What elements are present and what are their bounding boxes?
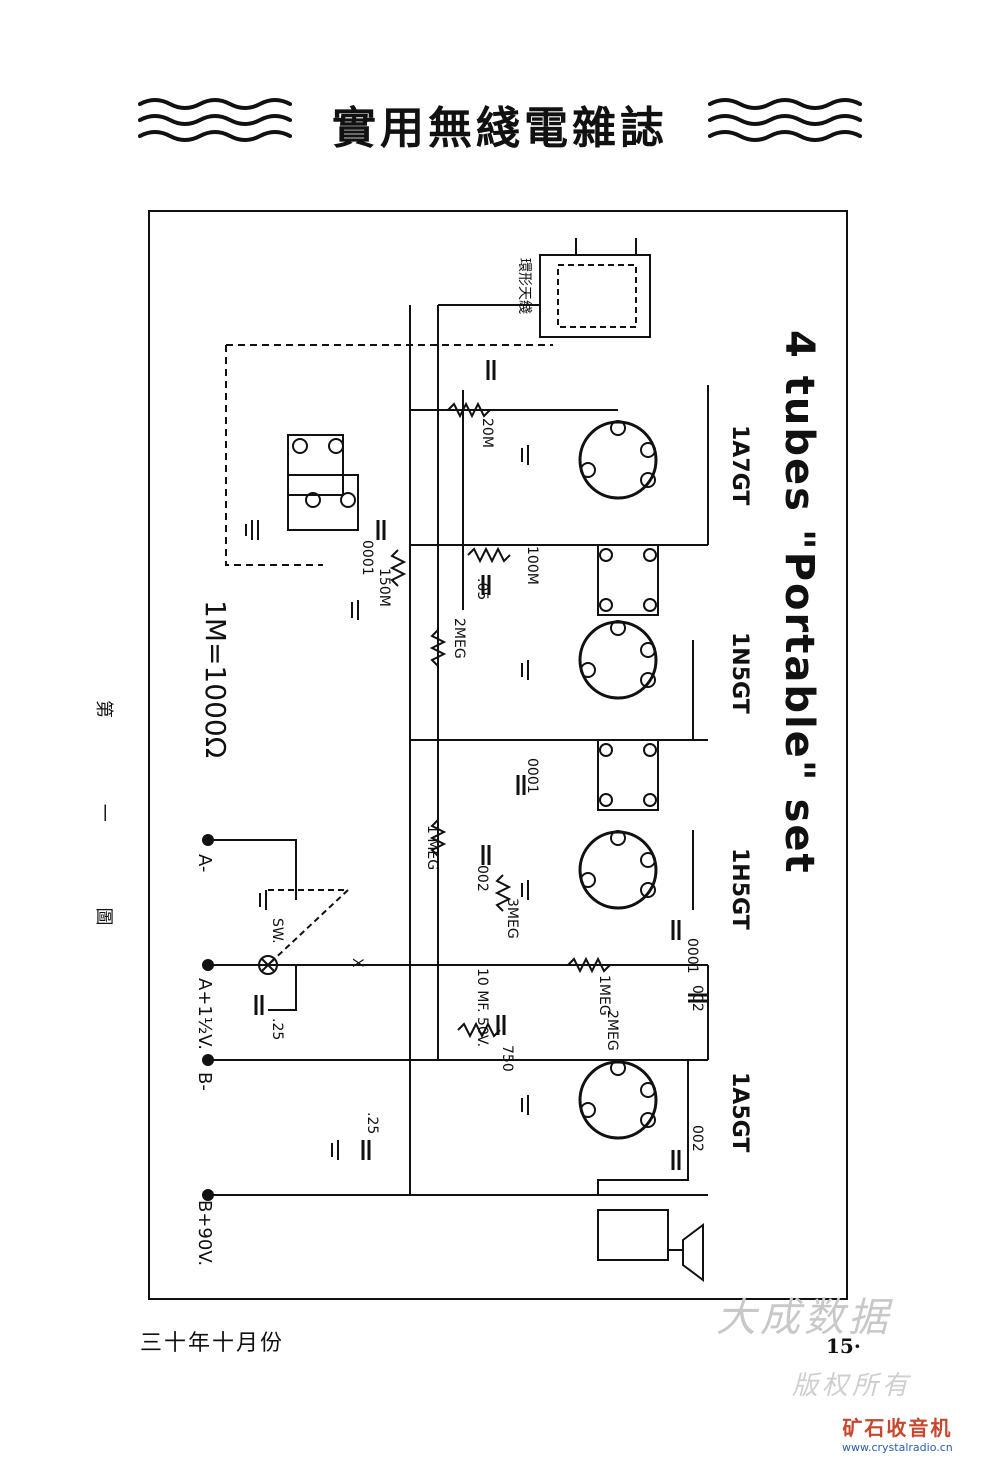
tube-label-1a5gt: 1A5GT [727,1072,752,1153]
label-002-coupling: 002 [689,985,705,1012]
label-20m: 20M [479,418,495,448]
magazine-title: 實用無綫電雜誌 [332,103,668,154]
ground-symbols [245,445,529,1160]
if-transformers [597,544,659,811]
label-switch: SW. [269,918,285,944]
label-0001-osc: 0001 [359,540,375,576]
label-002-det: 002 [474,865,490,892]
label-05: .05 [474,578,490,601]
label-25-filament: .25 [269,1018,285,1041]
page-number: 15· [826,1334,861,1358]
resistors [389,401,611,1039]
label-1meg-pot: 1 MEG [424,825,440,871]
terminal-label-a-minus: A- [194,854,215,873]
label-3meg: 3MEG [504,898,520,939]
tube-pins [580,420,656,1128]
label-2meg-rf: 2MEG [451,618,467,659]
schematic-border [148,210,848,1300]
tube-label-1h5gt: 1H5GT [727,848,752,930]
label-002-plate: 002 [689,1125,705,1152]
terminal-posts [202,834,214,1201]
wiring [208,238,709,1282]
oscillator-coils [287,434,359,531]
terminal-label-b-minus: B- [194,1072,215,1091]
pilot-lamp [258,955,278,975]
label-10mf: 10 MF. 50V. [474,968,490,1048]
label-150m: 150M [376,568,392,607]
label-0001-out: 0001 [684,938,700,974]
label-25-b: .25 [364,1112,380,1135]
loop-antenna-label: 環形天綫 [516,258,532,314]
label-x-mark: X [349,958,365,968]
label-750: 750 [499,1045,515,1072]
figure-caption: 第 一 圖 [93,700,114,966]
label-0001-if: 0001 [524,758,540,794]
masthead: 實用無綫電雜誌 [0,80,983,160]
label-2meg-grid: 2MEG [604,1010,620,1051]
site-logo[interactable]: 矿石收音机 www.crystalradio.cn [842,1412,953,1454]
schematic-diagram [148,210,848,1300]
watermark-copyright: 版权所有 [792,1371,913,1401]
terminal-label-b-plus: B+90V. [194,1200,215,1267]
site-logo-url[interactable]: www.crystalradio.cn [842,1441,953,1454]
wave-ornament-left [138,98,862,142]
terminal-label-a-plus: A+1½V. [194,978,215,1051]
watermark-publisher: 大成数据 [716,1295,892,1341]
tube-label-1a7gt: 1A7GT [727,425,752,506]
site-logo-name: 矿石收音机 [842,1416,953,1440]
capacitors [254,360,708,1170]
label-100m: 100M [524,546,540,585]
issue-date: 三十年十月份 [140,1331,285,1356]
tube-label-1n5gt: 1N5GT [727,632,752,714]
diagram-title: 4 tubes "Portable" set [776,330,822,875]
unit-note: 1M=1000Ω [199,600,232,759]
